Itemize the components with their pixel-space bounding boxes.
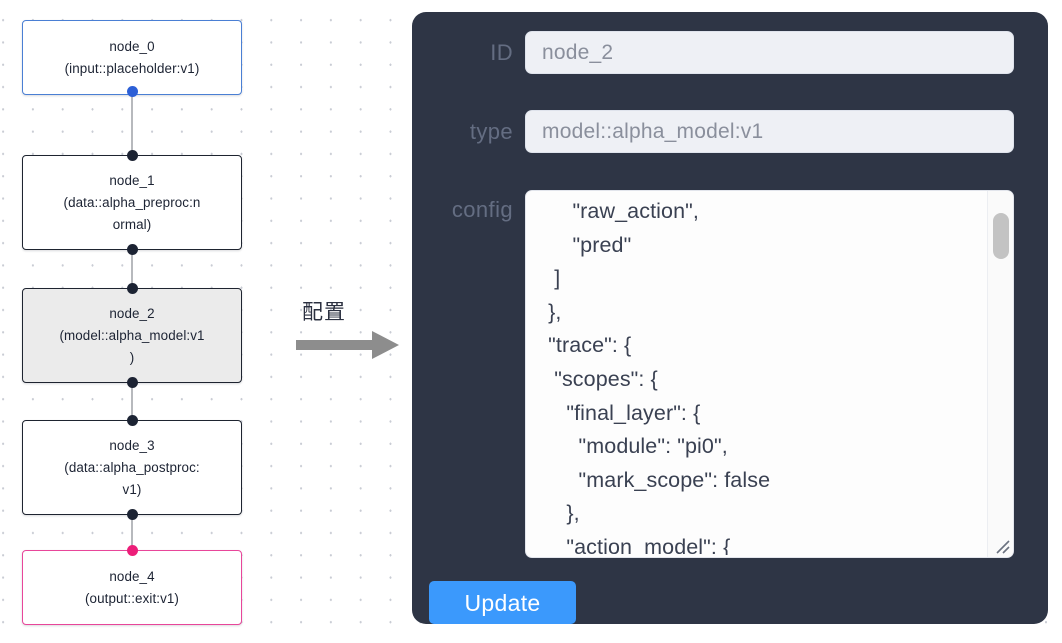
type-input[interactable]: model::alpha_model:v1 xyxy=(525,110,1014,153)
graph-node-label: node_4 (output::exit:v1) xyxy=(85,568,179,606)
annotation-arrow-group: 配置 xyxy=(296,296,406,360)
config-scrollbar-thumb[interactable] xyxy=(993,213,1009,259)
graph-node-node_1[interactable]: node_1 (data::alpha_preproc:n ormal) xyxy=(22,155,242,250)
node1-target-port[interactable] xyxy=(126,150,138,161)
edge-node2-node3 xyxy=(131,380,134,423)
flow-graph: node_0 (input::placeholder:v1) node_1 (d… xyxy=(0,0,300,643)
node1-source-port[interactable] xyxy=(126,244,138,255)
node2-source-port[interactable] xyxy=(126,377,138,388)
config-field-label: config xyxy=(451,197,513,222)
update-button[interactable]: Update xyxy=(429,581,576,624)
config-textarea-wrapper: "raw_action", "pred" ] }, "trace": { "sc… xyxy=(525,190,1014,558)
config-field-row: config "raw_action", "pred" ] }, "trace"… xyxy=(412,190,1048,558)
graph-node-node_2[interactable]: node_2 (model::alpha_model:v1 ) xyxy=(22,288,242,383)
graph-node-label: node_1 (data::alpha_preproc:n ormal) xyxy=(63,172,201,232)
id-field-row: ID node_2 xyxy=(412,31,1048,74)
type-field-row: type model::alpha_model:v1 xyxy=(412,110,1048,153)
node3-target-port[interactable] xyxy=(126,415,138,426)
type-field-label: type xyxy=(469,119,513,144)
graph-node-node_4[interactable]: node_4 (output::exit:v1) xyxy=(22,550,242,625)
edge-node0-node1 xyxy=(131,92,134,158)
graph-node-label: node_2 (model::alpha_model:v1 ) xyxy=(59,305,205,365)
arrow-right-icon xyxy=(296,331,399,359)
id-field-label: ID xyxy=(490,40,513,65)
id-input[interactable]: node_2 xyxy=(525,31,1014,74)
config-textarea[interactable]: "raw_action", "pred" ] }, "trace": { "sc… xyxy=(548,199,771,555)
node2-target-port[interactable] xyxy=(126,283,138,294)
node4-target-port[interactable] xyxy=(126,545,138,556)
node0-source-port[interactable] xyxy=(126,86,138,97)
node3-source-port[interactable] xyxy=(126,509,138,520)
graph-node-label: node_3 (data::alpha_postproc: v1) xyxy=(64,437,200,497)
graph-node-node_3[interactable]: node_3 (data::alpha_postproc: v1) xyxy=(22,420,242,515)
graph-node-node_0[interactable]: node_0 (input::placeholder:v1) xyxy=(22,20,242,95)
annotation-caption: 配置 xyxy=(302,300,346,324)
resize-handle-icon[interactable] xyxy=(988,532,1012,556)
edge-node1-node2 xyxy=(131,247,134,291)
node-config-panel: ID node_2 type model::alpha_model:v1 con… xyxy=(412,12,1048,624)
edge-node3-node4 xyxy=(131,512,134,553)
config-scrollbar-track[interactable] xyxy=(987,191,1013,557)
graph-node-label: node_0 (input::placeholder:v1) xyxy=(64,38,200,76)
